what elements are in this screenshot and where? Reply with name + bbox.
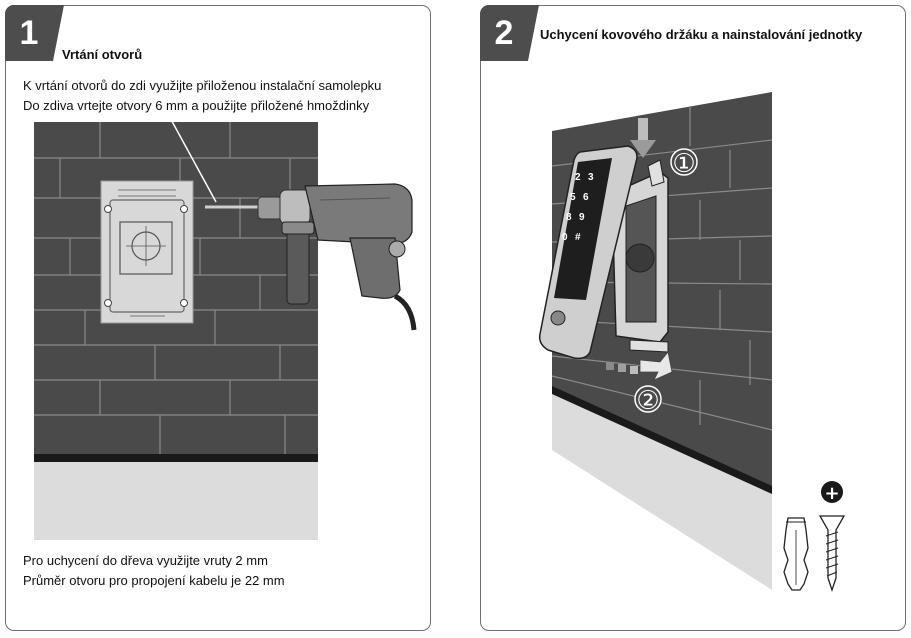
- screw-icon: [818, 515, 846, 593]
- plus-symbol: +: [824, 483, 839, 504]
- perspective-floor: [552, 390, 772, 590]
- floor: [34, 462, 318, 540]
- plus-circle-icon: [821, 481, 843, 503]
- key-0: 0: [562, 232, 568, 243]
- mounting-illustration: 2 3 5 6 8 9 0 # ① ② +: [538, 92, 846, 593]
- step-2-number: 2: [494, 13, 514, 52]
- marker-2: ②: [636, 386, 659, 416]
- metal-bracket: [611, 159, 669, 353]
- key-9: 9: [579, 212, 585, 223]
- wall-plug-icon: [783, 517, 809, 591]
- step-1-instruction-line-2: Do zdiva vrtejte otvory 6 mm a použijte …: [23, 98, 370, 113]
- drill-icon: [205, 183, 417, 331]
- arrow-down-icon: [630, 118, 656, 158]
- marker-1-circle: [670, 148, 698, 176]
- step-2-badge: 2: [480, 5, 528, 61]
- key-6: 6: [583, 192, 589, 203]
- keypad-keys: 2 3 5 6 8 9 0 #: [562, 172, 594, 243]
- key-hash: #: [575, 232, 581, 243]
- step-2-title: Uchycení kovového držáku a nainstalování…: [540, 27, 863, 42]
- step-1-note-line-1: Pro uchycení do dřeva využijte vruty 2 m…: [23, 553, 268, 568]
- marker-2-circle: [634, 385, 662, 413]
- step-1-instruction-line-1: K vrtání otvorů do zdi využijte přiložen…: [23, 78, 382, 93]
- key-8: 8: [566, 212, 572, 223]
- keypad-unit-icon: [538, 145, 638, 360]
- step-1-title: Vrtání otvorů: [62, 47, 143, 62]
- rotate-arrow-icon: [606, 351, 673, 381]
- key-2: 2: [575, 172, 581, 183]
- step-1-badge-wedge: [53, 5, 64, 61]
- installation-sticker: [100, 180, 194, 324]
- marker-1: ①: [672, 149, 695, 179]
- step-1-number: 1: [19, 13, 39, 52]
- key-3: 3: [588, 172, 594, 183]
- step-2-badge-wedge: [528, 5, 539, 61]
- step-1-note-line-2: Průměr otvoru pro propojení kabelu je 22…: [23, 573, 285, 588]
- key-5: 5: [570, 192, 576, 203]
- drilling-illustration: [34, 113, 417, 540]
- pointer-line: [167, 113, 217, 203]
- step-1-badge: 1: [5, 5, 53, 61]
- wall-baseboard: [34, 454, 318, 462]
